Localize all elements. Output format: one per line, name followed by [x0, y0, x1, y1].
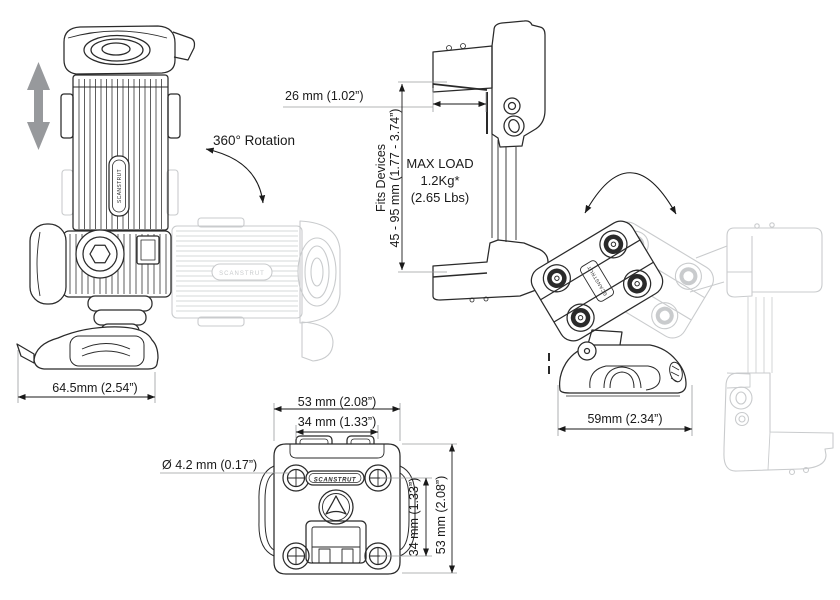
screw-hole — [282, 542, 310, 570]
cap-lever — [172, 31, 196, 61]
dim-plate-outer-height: 53 mm (2.08”) — [434, 475, 448, 555]
dim-hole-diameter: Ø 4.2 mm (0.17”) — [162, 458, 258, 472]
max-load-annotation: MAX LOAD 1.2Kg* (2.65 Lbs) — [380, 155, 500, 206]
tilt-block: SCANSTRUT — [530, 220, 664, 342]
front-view: SCANSTRUT — [16, 25, 196, 370]
front-view-rotated-ghost: SCANSTRUT — [61, 169, 341, 362]
tilt-arrow-icon — [584, 172, 677, 215]
max-load-line3: (2.65 Lbs) — [410, 190, 470, 206]
screw-hole — [282, 464, 310, 492]
dim-plate-outer-width: 53 mm (2.08”) — [297, 395, 377, 409]
hex-bolt-icon — [89, 244, 111, 264]
dim-tilt-base-width: 59mm (2.34”) — [587, 412, 663, 426]
slide-arrow-icon — [27, 62, 50, 150]
rotation-annotation: 360° Rotation — [213, 133, 295, 148]
dim-jaw-depth: 26 mm (1.02”) — [285, 89, 364, 103]
tilt-view: SCANSTRUT — [530, 220, 687, 397]
plate-brand-text: SCANSTRUT — [314, 478, 357, 484]
dim-front-base-width: 64.5mm (2.54”) — [52, 381, 138, 395]
dimension-lines — [17, 83, 693, 574]
rotation-arrow-icon — [205, 147, 266, 204]
max-load-line1: MAX LOAD — [406, 156, 474, 171]
base-plate-view: SCANSTRUT — [258, 435, 416, 575]
dim-plate-hole-spacing-height: 34 mm (1.33”) — [407, 477, 421, 557]
triangle-logo-icon — [325, 495, 347, 515]
rear-view-ghost — [723, 222, 834, 476]
front-brand-text: SCANSTRUT — [117, 169, 123, 203]
base-lever — [16, 343, 35, 364]
max-load-line2: 1.2Kg* — [420, 173, 460, 189]
screw-hole — [364, 464, 392, 492]
ghost-brand-text: SCANSTRUT — [219, 271, 265, 277]
dim-plate-hole-spacing-width: 34 mm (1.33”) — [297, 415, 377, 429]
